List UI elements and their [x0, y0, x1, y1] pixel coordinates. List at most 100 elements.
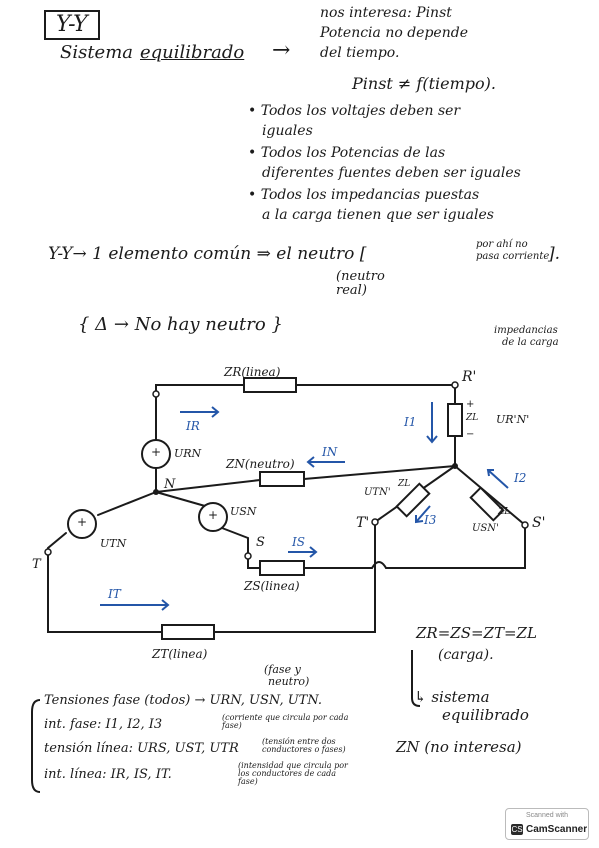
list-note-3: (tensión entre dos conductores o fases) — [262, 737, 346, 754]
sistema-eq-1: ↳ sistema — [414, 688, 490, 706]
label-zl-r: ZL — [466, 413, 479, 423]
wire-r-left — [155, 384, 245, 395]
source-urn-sign: + — [151, 445, 162, 459]
list-note-2: (corriente que circula por cada fase) — [222, 713, 349, 730]
bullet-3b: a la carga tienen que ser iguales — [262, 207, 494, 223]
wire-utn-bottom — [47, 532, 67, 561]
wire-s-left — [247, 555, 261, 569]
bullet-1a: • Todos los voltajes deben ser — [248, 103, 461, 119]
wire-utn-top — [97, 491, 157, 516]
arrow-it — [100, 599, 170, 611]
node-r1 — [451, 381, 459, 389]
label-in: IN — [322, 445, 338, 459]
label-urn: URN — [174, 447, 202, 460]
plus-zl: + — [466, 399, 475, 410]
node-n1 — [452, 463, 458, 469]
resistor-zs — [259, 560, 305, 576]
yy-close: ]. — [548, 244, 561, 264]
wire-t-left — [47, 559, 163, 633]
label-s1: S' — [532, 515, 546, 531]
note-1a: nos interesa: Pinst — [320, 5, 452, 21]
list-bracket — [31, 699, 41, 793]
list-line-2: int. fase: I1, I2, I3 — [44, 717, 163, 732]
fase-neutro-1: (fase y — [264, 663, 301, 676]
list-note-4: (intensidad que circula por los conducto… — [238, 761, 348, 786]
node-s1 — [521, 521, 529, 529]
node-r — [152, 390, 160, 398]
resistor-zl-r — [447, 403, 463, 437]
arrow-is — [288, 546, 318, 558]
imp-carga-1: impedancias — [494, 325, 558, 336]
source-utn-sign: + — [77, 515, 88, 529]
camscanner-logo-icon: CS — [511, 824, 523, 835]
yy-neutral-line: Y-Y→ 1 elemento común ⇒ el neutro [ — [48, 244, 367, 264]
label-urn1: UR'N' — [496, 413, 530, 426]
label-utn: UTN — [100, 537, 127, 550]
resistor-zt — [161, 624, 215, 640]
bullet-2b: diferentes fuentes deben ser iguales — [262, 165, 521, 181]
yy-bracket-2: pasa corriente — [476, 251, 550, 262]
label-zr-linea: ZR(linea) — [224, 365, 281, 379]
resistor-zl-t — [395, 482, 431, 518]
label-i2: I2 — [514, 471, 527, 485]
delta-note: { Δ → No hay neutro } — [78, 314, 283, 335]
label-r1: R' — [462, 369, 477, 385]
z-equal: ZR=ZS=ZT=ZL — [416, 624, 537, 642]
minus-zl: − — [466, 429, 475, 440]
camscanner-badge: Scanned with CS CamScanner — [505, 808, 589, 840]
source-usn-sign: + — [208, 508, 219, 522]
list-line-4: int. línea: IR, IS, IT. — [44, 767, 172, 782]
arrow-ir — [180, 406, 220, 418]
arrow-i3 — [415, 505, 431, 524]
yy-bracket-1: por ahí no — [476, 239, 528, 250]
label-it: IT — [108, 587, 121, 601]
badge-camscanner: CamScanner — [526, 824, 588, 835]
neutro-real-2: real) — [336, 283, 367, 298]
wire-usn-top — [155, 491, 206, 507]
source-urn — [141, 439, 171, 469]
source-usn — [198, 502, 228, 532]
label-usn: USN — [230, 505, 257, 518]
equilibrado-label: equilibrado — [140, 42, 245, 63]
zn-no-interesa: ZN (no interesa) — [396, 738, 522, 756]
label-zs-linea: ZS(linea) — [244, 579, 300, 593]
wire-usn-bottom — [221, 527, 249, 557]
label-i1: I1 — [404, 415, 417, 429]
bullet-2a: • Todos los Potencias de las — [248, 145, 446, 161]
fase-neutro-2: neutro) — [268, 675, 310, 688]
label-ir: IR — [186, 419, 200, 433]
label-usn1: USN' — [472, 523, 499, 534]
arrow-1: → — [272, 38, 291, 63]
node-n — [153, 489, 159, 495]
list-line-3: tensión línea: URS, UST, UTR — [44, 741, 239, 756]
resistor-zr — [243, 377, 297, 393]
label-t1: T' — [356, 515, 370, 531]
wire-s-right — [385, 524, 526, 569]
pinst-note: Pinst ≠ f(tiempo). — [352, 74, 496, 93]
node-s — [244, 552, 252, 560]
label-i3: I3 — [424, 513, 437, 527]
bullet-3a: • Todos los impedancias puestas — [248, 187, 480, 203]
node-t — [44, 548, 52, 556]
arrow-i1 — [426, 402, 438, 444]
label-s: S — [256, 535, 265, 550]
label-t: T — [32, 557, 41, 572]
arrow-in — [306, 456, 345, 468]
resistor-zn — [259, 471, 305, 487]
label-zl-t: ZL — [398, 479, 411, 489]
wire-n-left — [155, 479, 261, 493]
source-utn — [67, 509, 97, 539]
label-is: IS — [292, 535, 305, 549]
note-1b: Potencia no depende — [320, 25, 468, 41]
heading-yy: Y-Y — [44, 10, 100, 40]
bullet-1b: iguales — [262, 123, 313, 139]
carga-label: (carga). — [438, 647, 494, 663]
label-zl-s: ZL — [498, 507, 511, 517]
neutro-real-1: (neutro — [336, 269, 385, 284]
list-line-1: Tensiones fase (todos) → URN, USN, UTN. — [44, 693, 323, 708]
note-1c: del tiempo. — [320, 45, 400, 61]
arrow-i2 — [486, 469, 509, 489]
wire-t-right — [213, 599, 376, 633]
label-utn1: UTN' — [364, 487, 391, 498]
